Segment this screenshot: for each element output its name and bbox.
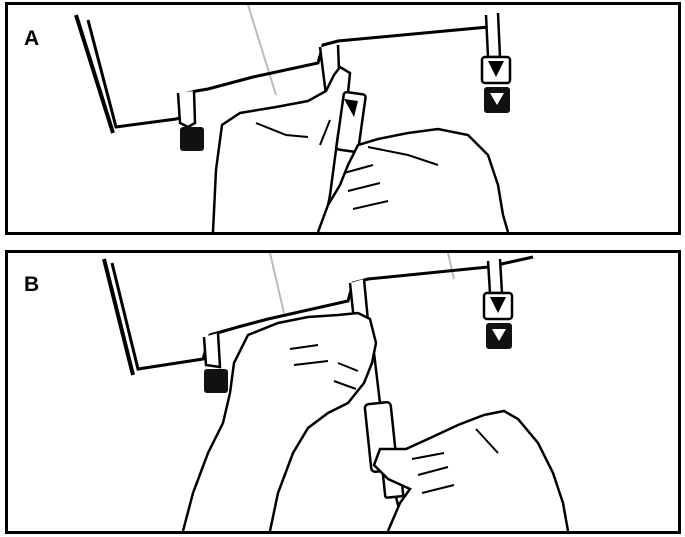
- background-line: [248, 5, 276, 95]
- left-port-cap: [180, 127, 204, 151]
- bag-edge: [76, 15, 113, 133]
- background-line: [270, 253, 284, 313]
- left-port-tube: [204, 333, 220, 367]
- left-port-tube: [178, 91, 195, 127]
- left-port-cap: [204, 369, 228, 393]
- right-port-tube: [486, 13, 500, 57]
- background-line-2: [448, 253, 454, 279]
- panel-a: A: [5, 2, 681, 235]
- bag-edge: [104, 259, 133, 375]
- illustration-a: [8, 5, 678, 232]
- panel-b: B: [5, 250, 681, 534]
- panel-label-b: B: [24, 273, 39, 297]
- syringe-needle: [374, 353, 380, 403]
- right-hand: [374, 411, 568, 531]
- illustration-b: [8, 253, 678, 531]
- right-port-tube: [488, 259, 502, 293]
- panel-label-a: A: [24, 27, 39, 51]
